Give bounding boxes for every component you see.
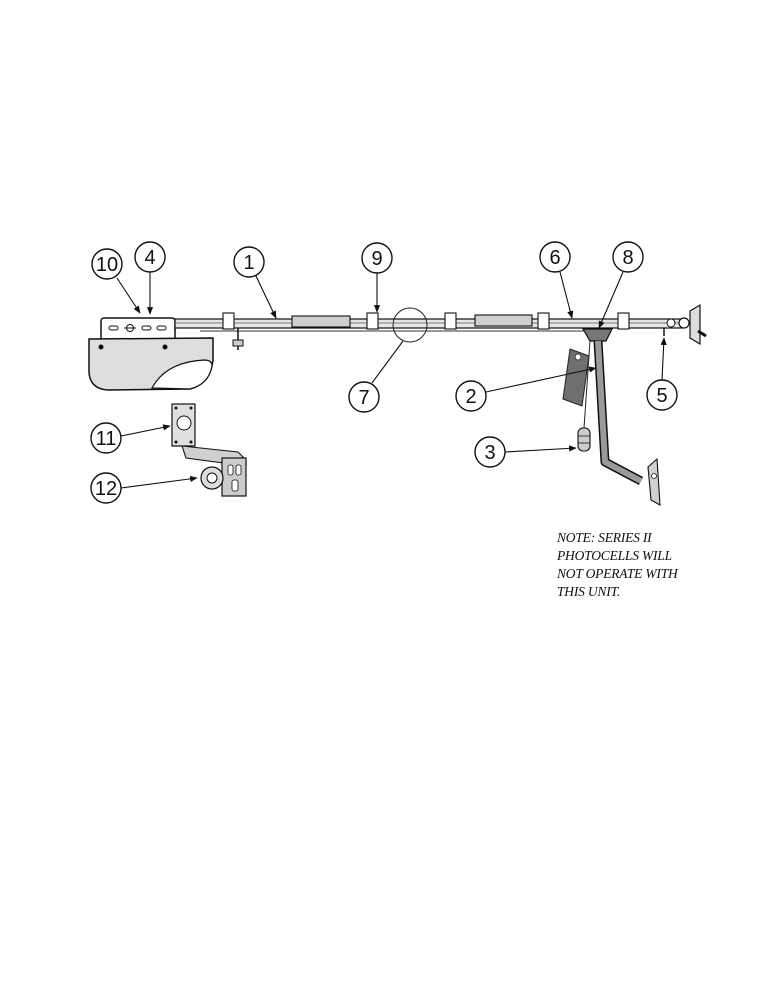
housing-screw — [98, 344, 104, 350]
note-line: THIS UNIT. — [557, 584, 621, 599]
callout-3: 3 — [474, 436, 506, 468]
housing-screw — [162, 344, 168, 350]
note-line: PHOTOCELLS WILL — [557, 548, 672, 563]
rail-bracket — [617, 312, 630, 330]
bracket-screw-hole — [189, 440, 193, 444]
note-line: NOT OPERATE WITH — [557, 566, 678, 581]
tag-hole — [574, 353, 582, 361]
rail-splice — [291, 315, 351, 328]
sensor-bracket — [171, 403, 247, 467]
plate-slot — [156, 325, 167, 331]
pulley — [666, 318, 676, 328]
leader-8 — [598, 271, 624, 329]
bracket-screw-hole — [189, 406, 193, 410]
note-line: NOTE: SERIES II — [557, 530, 652, 545]
leader-11 — [120, 424, 171, 437]
callout-9: 9 — [361, 242, 393, 274]
leader-12 — [120, 475, 198, 489]
leader-1 — [255, 275, 277, 319]
rail — [174, 307, 684, 350]
hanger-nut — [232, 339, 244, 347]
header-lead — [697, 329, 707, 338]
door-bracket — [647, 457, 661, 506]
light-lens — [151, 359, 213, 390]
plate-slot — [108, 325, 119, 331]
plate-slot — [141, 325, 152, 331]
callout-number: 2 — [465, 386, 476, 408]
leader-2 — [485, 366, 597, 393]
callout-number: 4 — [144, 247, 155, 269]
rail-bracket — [222, 312, 235, 330]
leader-5 — [660, 337, 667, 381]
callout-number: 3 — [484, 442, 495, 464]
bracket-screw-hole — [174, 406, 178, 410]
trolley — [581, 328, 613, 342]
callout-1: 1 — [233, 246, 265, 278]
detail-highlight-circle — [392, 307, 428, 343]
door-arm — [595, 340, 643, 484]
motor-top-plate — [100, 317, 176, 341]
safety-sensor — [200, 457, 247, 497]
rail-splice — [474, 314, 533, 327]
callout-12: 12 — [90, 472, 122, 504]
callout-10: 10 — [91, 248, 123, 280]
rail-bracket — [444, 312, 457, 330]
callout-11: 11 — [90, 422, 122, 454]
release-handle-icon — [577, 427, 591, 452]
header-bracket — [663, 303, 707, 346]
callout-number: 7 — [358, 387, 369, 409]
leader-10 — [116, 277, 141, 314]
callout-7: 7 — [348, 381, 380, 413]
pulley — [678, 317, 690, 329]
header-plate — [689, 303, 701, 346]
callout-number: 10 — [96, 254, 118, 276]
callout-6: 6 — [539, 241, 571, 273]
rail-bracket — [366, 312, 379, 330]
bracket-screw-hole — [174, 440, 178, 444]
sensor-slot — [235, 464, 242, 476]
callout-8: 8 — [612, 241, 644, 273]
trolley-assembly — [562, 328, 661, 506]
sensor-lens — [206, 472, 218, 484]
callout-4: 4 — [134, 241, 166, 273]
callout-number: 1 — [243, 252, 254, 274]
photocell-note: NOTE: SERIES II PHOTOCELLS WILL NOT OPER… — [557, 529, 727, 601]
leader-lines — [116, 271, 667, 489]
rail-body — [174, 318, 684, 329]
bracket-hole — [176, 415, 192, 431]
leader-3 — [504, 445, 577, 453]
rail-bracket — [537, 312, 550, 330]
leader-7 — [371, 340, 404, 384]
release-tag — [562, 348, 590, 407]
callout-number: 6 — [549, 247, 560, 269]
callout-number: 8 — [622, 247, 633, 269]
sensor-slot — [227, 464, 234, 476]
callout-5: 5 — [646, 379, 678, 411]
sensor-slot — [231, 479, 239, 492]
motor-unit — [88, 317, 214, 391]
callout-2: 2 — [455, 380, 487, 412]
callout-number: 12 — [95, 478, 117, 500]
callout-number: 9 — [371, 248, 382, 270]
callout-number: 11 — [96, 428, 117, 450]
door-bracket-hole — [651, 473, 657, 479]
callout-number: 5 — [656, 385, 667, 407]
leader-6 — [559, 271, 574, 319]
